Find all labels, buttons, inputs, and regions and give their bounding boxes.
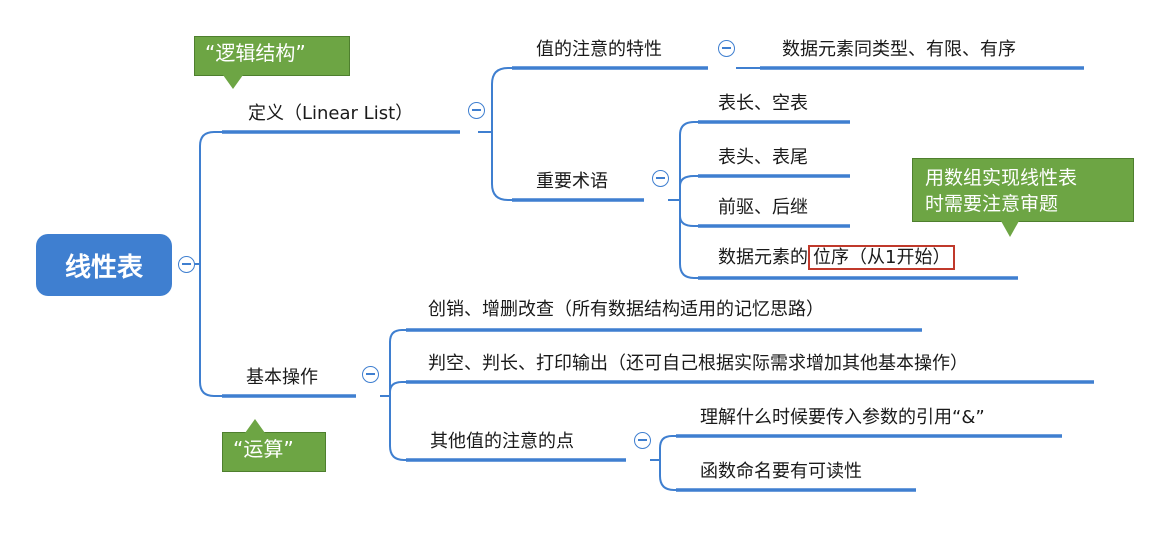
connector-ops-misc (380, 381, 406, 397)
connector-ops-other (380, 395, 406, 461)
callout-array-line1: 用数组实现线性表 (925, 167, 1078, 189)
collapse-other-notes-icon[interactable] (634, 432, 651, 449)
node-term-position[interactable]: 数据元素的位序（从1开始） (718, 245, 956, 270)
node-term-predsucc[interactable]: 前驱、后继 (718, 197, 808, 218)
callout-logical-tail (223, 75, 243, 89)
node-term-length[interactable]: 表长、空表 (718, 93, 808, 114)
node-note-readable[interactable]: 函数命名要有可读性 (700, 461, 862, 482)
connector-other-readable (650, 459, 676, 491)
collapse-definition-icon[interactable] (468, 102, 485, 119)
connector-terms-headtail (668, 175, 698, 201)
callout-operation-text: “运算” (233, 437, 294, 461)
node-basic-ops[interactable]: 基本操作 (246, 367, 318, 388)
node-data-elements[interactable]: 数据元素同类型、有限、有序 (782, 39, 1016, 60)
node-value-note[interactable]: 值的注意的特性 (536, 39, 662, 60)
connector-ops-crud (380, 329, 406, 397)
collapse-terms-icon[interactable] (652, 170, 669, 187)
collapse-basic-ops-icon[interactable] (362, 366, 379, 383)
node-op-crud[interactable]: 创销、增删改查（所有数据结构适用的记忆思路） (428, 299, 824, 320)
node-definition[interactable]: 定义（Linear List） (248, 103, 414, 124)
connector-def-value (478, 67, 512, 133)
node-term-headtail[interactable]: 表头、表尾 (718, 147, 808, 168)
connector-def-terms (478, 131, 512, 201)
callout-operation-tail (245, 419, 265, 433)
connector-terms-position (668, 199, 698, 279)
callout-logical-text: “逻辑结构” (205, 41, 306, 65)
callout-logical-structure[interactable]: “逻辑结构” (194, 36, 350, 89)
connector-other-ref (650, 435, 676, 461)
callout-operation[interactable]: “运算” (222, 419, 326, 472)
node-note-ref[interactable]: 理解什么时候要传入参数的引用“&” (700, 407, 985, 428)
connector-terms-length (668, 121, 698, 201)
connector-root-basic-ops (188, 263, 222, 397)
node-terms[interactable]: 重要术语 (536, 171, 608, 192)
collapse-value-note-icon[interactable] (718, 40, 735, 57)
term-position-prefix: 数据元素的 (718, 247, 808, 268)
root-node[interactable]: 线性表 (36, 234, 172, 296)
callout-array-tail (1001, 221, 1019, 237)
collapse-root-icon[interactable] (178, 256, 195, 273)
root-label: 线性表 (64, 252, 143, 283)
callout-array-line2: 时需要注意审题 (925, 193, 1059, 215)
connector-terms-predsucc (668, 199, 698, 227)
callout-array-note[interactable]: 用数组实现线性表 时需要注意审题 (912, 158, 1134, 237)
node-op-misc[interactable]: 判空、判长、打印输出（还可自己根据实际需求增加其他基本操作） (428, 353, 968, 374)
node-other-notes[interactable]: 其他值的注意的点 (430, 431, 574, 452)
term-position-highlight: 位序（从1开始） (808, 245, 956, 270)
connector-root-definition (188, 131, 222, 265)
